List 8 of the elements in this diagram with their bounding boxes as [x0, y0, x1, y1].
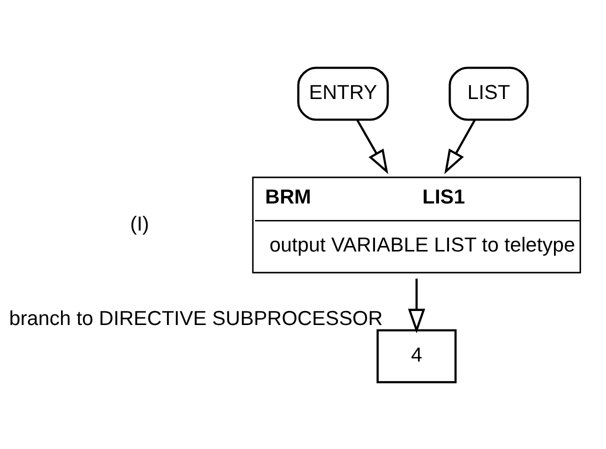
- node-box: ENTRY: [297, 66, 389, 120]
- node-box: LIST: [448, 66, 529, 120]
- label: (I): [130, 212, 150, 235]
- node-box: 4: [376, 328, 457, 383]
- node-label: branch to DIRECTIVE SUBPROCESSOR: [9, 307, 383, 330]
- arrow: [444, 118, 476, 174]
- arrow: [408, 278, 426, 333]
- arrow: [356, 118, 388, 174]
